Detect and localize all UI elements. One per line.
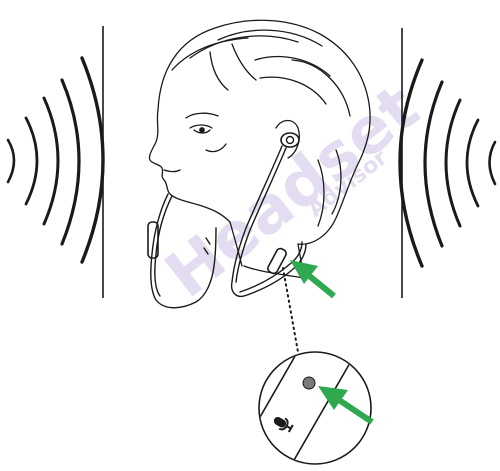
sound-waves-right-icon <box>400 60 495 266</box>
sound-waves-left-icon <box>8 58 103 262</box>
leader-dotted-line <box>283 268 298 352</box>
mic-hole <box>303 377 315 389</box>
arrow-icon <box>290 260 334 296</box>
